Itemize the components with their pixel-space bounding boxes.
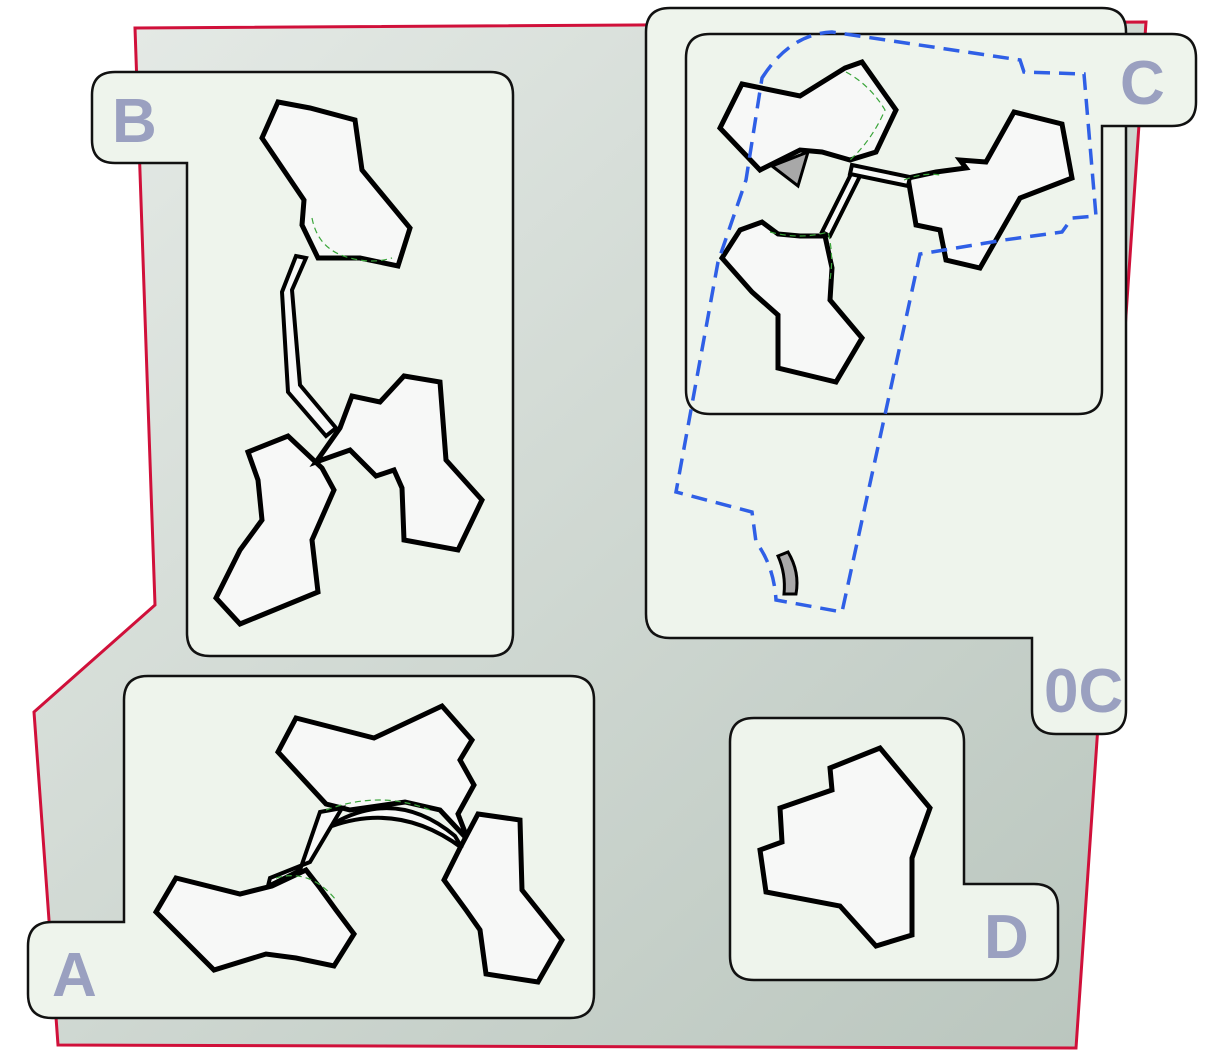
zone-c[interactable]: C <box>684 32 1198 416</box>
building-d1[interactable] <box>757 745 933 949</box>
seam-c1 <box>845 71 886 161</box>
zone-d-label: D <box>984 903 1029 972</box>
marker-c-arc[interactable] <box>775 550 799 596</box>
bridge-a1[interactable] <box>265 805 346 890</box>
bridge-b1[interactable] <box>279 253 339 439</box>
dashed-boundary <box>673 30 1098 615</box>
seam-c2 <box>769 231 833 281</box>
building-c2[interactable] <box>905 109 1075 271</box>
marker-c-wedge[interactable] <box>768 149 811 189</box>
seam-a1 <box>325 799 431 811</box>
zone-a-label: A <box>52 941 97 1010</box>
building-c1[interactable] <box>716 59 899 174</box>
building-b3[interactable] <box>309 373 485 553</box>
bridge-c2[interactable] <box>847 162 913 189</box>
bridge-a2[interactable] <box>330 806 464 850</box>
building-b1[interactable] <box>259 99 413 269</box>
zone-b-label: B <box>112 87 157 156</box>
zone-d[interactable]: D <box>728 716 1060 982</box>
building-a3[interactable] <box>441 811 566 985</box>
zone-b[interactable]: B <box>90 70 515 658</box>
seam-c3 <box>903 173 941 181</box>
zone-0c-label: 0C <box>1044 657 1123 726</box>
seam-a2 <box>275 875 337 901</box>
building-a1[interactable] <box>274 702 477 842</box>
zone-c-label: C <box>1120 49 1165 118</box>
zone-a[interactable]: A <box>26 674 596 1020</box>
